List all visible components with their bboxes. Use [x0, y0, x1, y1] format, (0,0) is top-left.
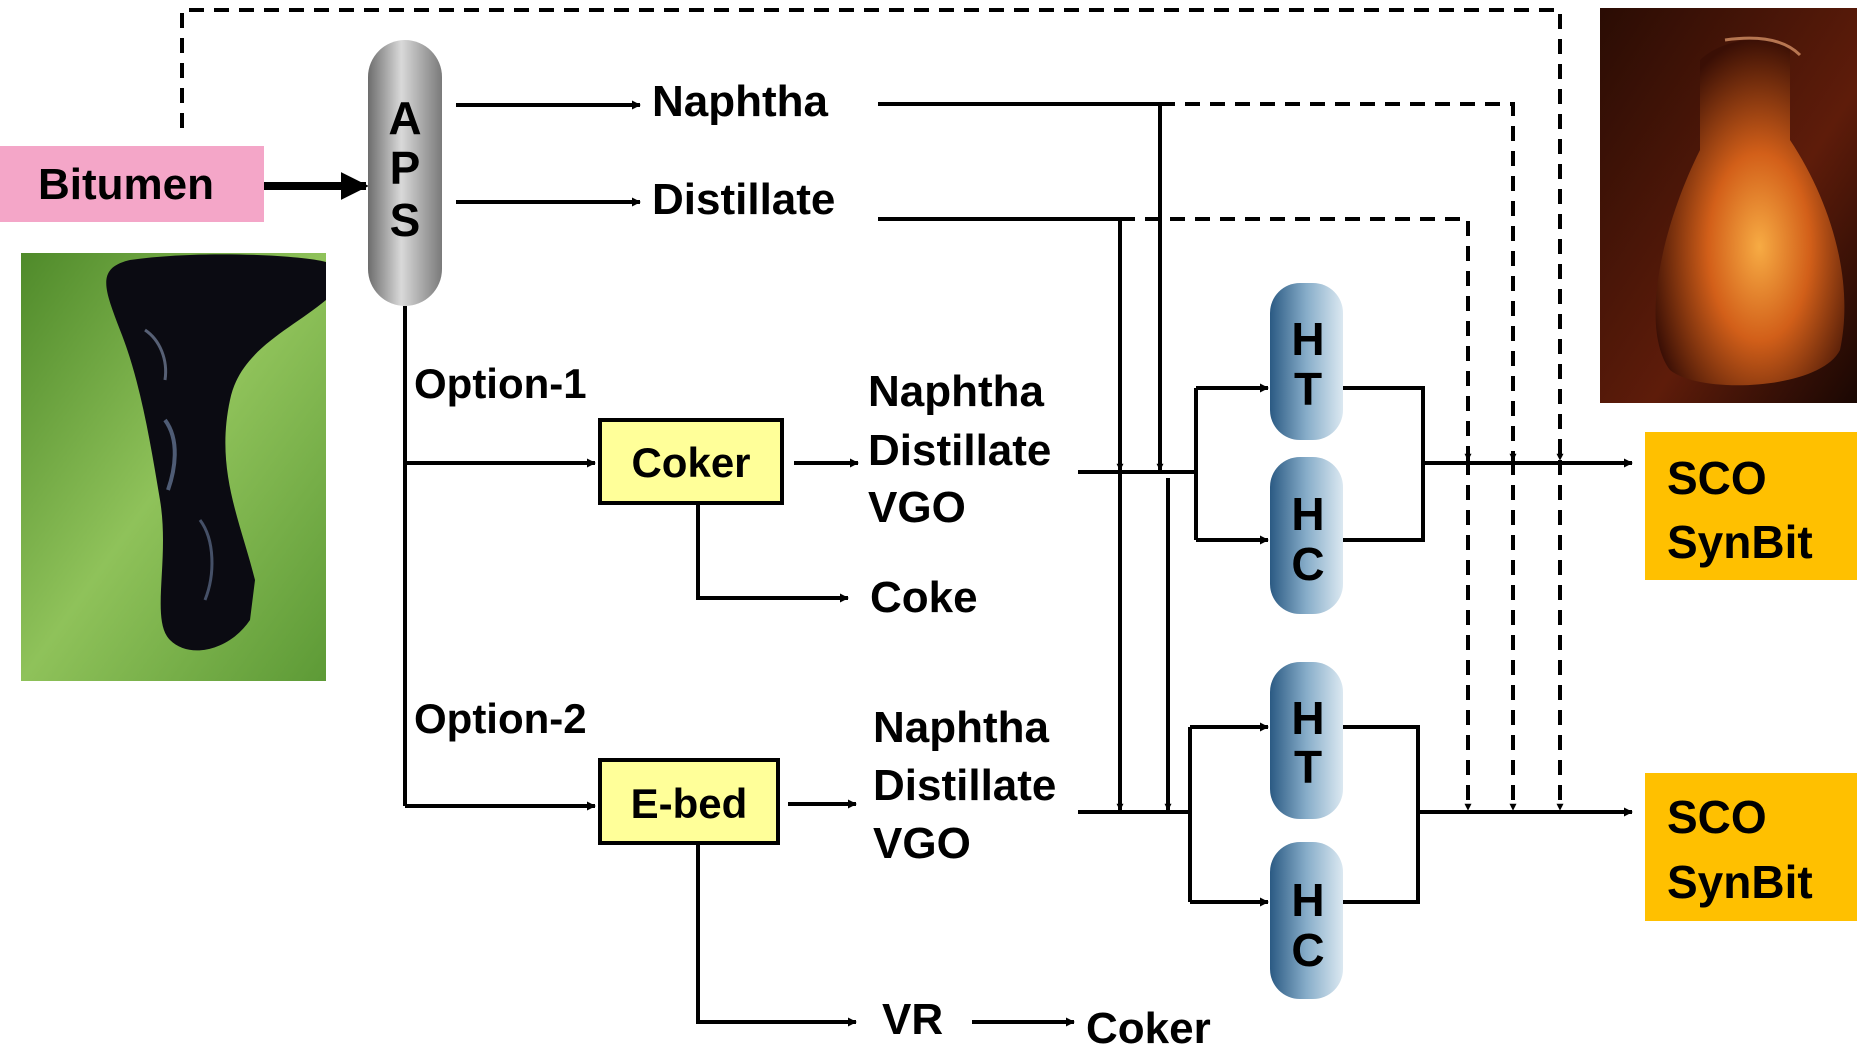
opt1-hc-letter-c: C: [1291, 538, 1324, 590]
output2-line2: SynBit: [1667, 856, 1813, 908]
aps-naphtha-label: Naphtha: [652, 77, 829, 126]
opt1-hc-vessel: [1270, 457, 1343, 614]
output1-line1: SCO: [1667, 452, 1767, 504]
coker-label: Coker: [631, 439, 750, 486]
opt2-ht-letter-t: T: [1294, 741, 1322, 793]
opt1-product-vgo: VGO: [868, 483, 966, 532]
bitumen-label: Bitumen: [38, 160, 214, 209]
output2-box: [1645, 773, 1857, 921]
opt2-product-distillate: Distillate: [873, 761, 1056, 810]
ebed-vr-arrow: [696, 843, 857, 1027]
synthetic-crude-flask-photo: [1600, 8, 1857, 403]
vr-label: VR: [882, 995, 943, 1044]
opt2-hc-letter-h: H: [1291, 874, 1324, 926]
opt1-product-distillate: Distillate: [868, 426, 1051, 475]
opt2-ht-vessel: [1270, 662, 1343, 819]
opt2-ht-out-line: [1343, 725, 1420, 904]
opt1-ht-vessel: [1270, 283, 1343, 440]
output1-box: [1645, 432, 1857, 580]
coker-box: [598, 418, 784, 505]
bitumen-bypass-dashed-line: [180, 8, 1564, 461]
vr-coker-label: Coker: [1086, 1004, 1211, 1048]
opt1-ht-letter-h: H: [1291, 313, 1324, 365]
opt1-ht-letter-t: T: [1294, 363, 1322, 415]
output1-line2: SynBit: [1667, 516, 1813, 568]
aps-letter-p: P: [390, 142, 421, 194]
opt2-hc-letter-c: C: [1291, 924, 1324, 976]
bitumen-photo: [21, 253, 326, 681]
coke-label: Coke: [870, 573, 978, 622]
distillate-dashed-bypass: [1120, 217, 1472, 461]
opt2-hc-vessel: [1270, 842, 1343, 999]
ebed-label: E-bed: [631, 780, 748, 827]
opt1-hc-letter-h: H: [1291, 488, 1324, 540]
aps-letter-s: S: [390, 194, 421, 246]
option1-label: Option-1: [414, 360, 587, 407]
output2-line1: SCO: [1667, 791, 1767, 843]
coker-coke-arrow: [696, 503, 849, 603]
aps-column: [368, 40, 442, 306]
bitumen-box: [0, 146, 264, 222]
opt2-ht-letter-h: H: [1291, 692, 1324, 744]
opt2-product-vgo: VGO: [873, 819, 971, 868]
ebed-box: [598, 758, 780, 845]
opt1-product-naphtha: Naphtha: [868, 367, 1045, 416]
aps-distillate-label: Distillate: [652, 175, 835, 224]
opt2-product-naphtha: Naphtha: [873, 703, 1050, 752]
naphtha-dashed-bypass: [1160, 102, 1517, 461]
opt1-ht-out-line: [1343, 386, 1425, 542]
aps-letter-a: A: [388, 92, 421, 144]
option2-label: Option-2: [414, 695, 587, 742]
